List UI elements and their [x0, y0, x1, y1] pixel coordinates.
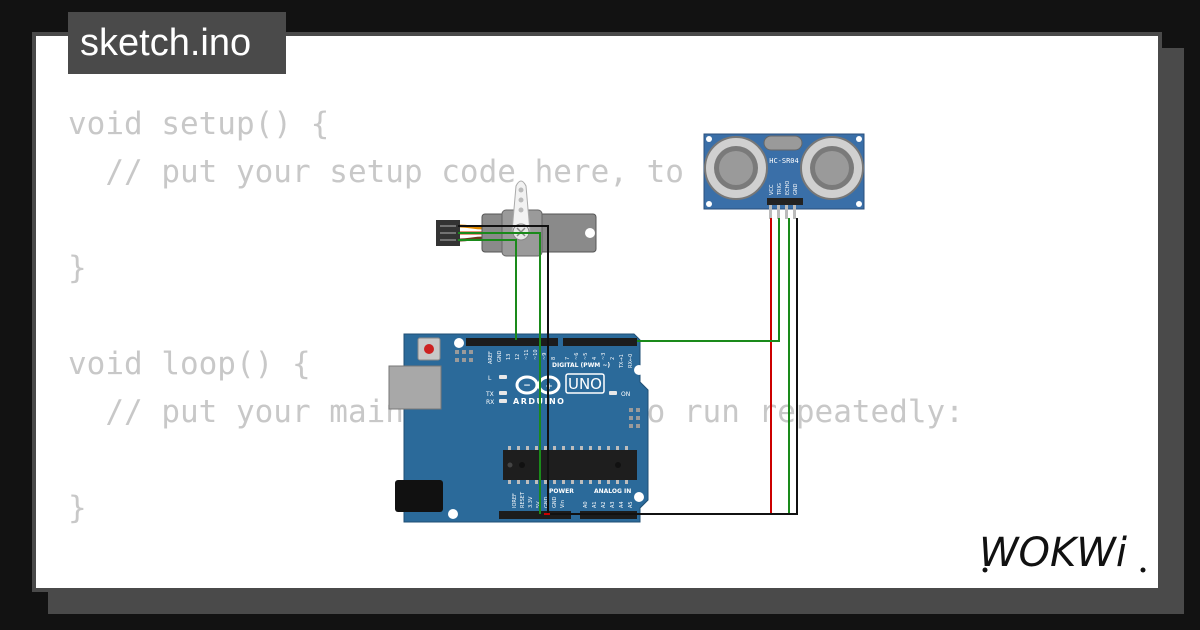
led-on-label: ON [621, 391, 630, 398]
gnd-label: GND [497, 350, 503, 362]
led-rx [499, 399, 507, 403]
wire-sensor-trig [637, 218, 780, 342]
sensor-pin [777, 205, 780, 219]
wokwi-logo: WOKWi [979, 530, 1146, 576]
led-l-label: L [488, 375, 492, 382]
svg-text:−: − [523, 381, 531, 391]
led-tx [499, 391, 507, 395]
arduino-uno-board[interactable]: AREF GND 13 12 ~11 ~10 ~9 8 7 ~6 ~5 4 ~3… [388, 333, 649, 523]
transducer-right [800, 136, 864, 200]
mount-hole [706, 201, 712, 207]
usb-port [388, 365, 442, 410]
sensor-header [767, 198, 803, 205]
mount-hole [706, 136, 712, 142]
code-line: void setup() { [68, 106, 330, 142]
digital-header-right[interactable] [563, 338, 637, 346]
analog-pin-label: A1 [592, 501, 598, 508]
sensor-model-label: HC-SR04 [769, 157, 799, 165]
analog-pin-label: A2 [601, 501, 607, 508]
sensor-pin-label: GND [793, 183, 799, 195]
digital-pin-labels: 13 12 ~11 ~10 ~9 8 7 ~6 ~5 4 ~3 2 TX→1 R… [506, 349, 634, 369]
digital-pin-label: 7 [565, 357, 571, 360]
uno-badge [565, 373, 605, 394]
analog-pin-label: A3 [610, 501, 616, 508]
sensor-pin-label: VCC [769, 184, 775, 195]
aref-label: AREF [488, 351, 494, 364]
power-label: POWER [549, 488, 574, 495]
servo-mount-hole [585, 228, 595, 238]
digital-pin-label: ~3 [601, 353, 607, 360]
digital-pin-label: ~10 [533, 349, 539, 360]
power-pin-label: RESET [520, 491, 526, 508]
wokwi-logo-text: WOKWi [979, 530, 1127, 576]
servo-horn[interactable] [511, 180, 531, 233]
digital-pin-label: 13 [506, 354, 512, 360]
code-line: } [68, 490, 87, 526]
wire-servo-signal [458, 239, 517, 340]
wire-sensor-gnd [550, 218, 798, 515]
code-line: void loop() { [68, 346, 311, 382]
analog-pin-label: A0 [583, 501, 589, 508]
digital-pin-label: 8 [551, 357, 557, 360]
digital-header-left[interactable] [466, 338, 558, 346]
power-pin-label: Vin [560, 500, 566, 508]
led-tx-label: TX [485, 391, 494, 398]
digital-pin-label: ~6 [574, 353, 580, 360]
digital-pin-label: 4 [592, 357, 598, 360]
board-model: UNO [568, 375, 602, 393]
sensor-pin-label: ECHO [785, 181, 791, 195]
mount-hole [454, 338, 464, 348]
atmega-chip [503, 450, 637, 480]
mount-hole [856, 136, 862, 142]
mount-hole [634, 492, 644, 502]
icsp-header [455, 350, 473, 362]
digital-pin-label: ~11 [524, 349, 530, 360]
sensor-pin [785, 205, 788, 219]
board-brand: ARDUINO [513, 397, 565, 406]
digital-pin-label: ~5 [583, 353, 589, 360]
sensor-pin [793, 205, 796, 219]
icsp2-header [629, 408, 640, 428]
led-on [609, 391, 617, 395]
wire-servo-gnd [458, 225, 549, 514]
digital-pin-label: TX→1 [619, 354, 625, 369]
led-l [499, 375, 507, 379]
code-line: } [68, 250, 87, 286]
file-tab[interactable]: sketch.ino [68, 12, 286, 74]
file-tab-title: sketch.ino [80, 22, 252, 64]
power-pin-label: GND [552, 496, 558, 508]
power-header[interactable] [499, 511, 571, 519]
mount-hole [856, 201, 862, 207]
wires [458, 218, 798, 515]
analog-pin-labels: A0 A1 A2 A3 A4 A5 [583, 501, 634, 508]
power-pin-label: IOREF [512, 493, 518, 508]
analog-pin-label: A5 [628, 501, 634, 508]
analog-label: ANALOG IN [594, 488, 631, 495]
digital-label: DIGITAL (PWM ~) [552, 362, 610, 369]
led-rx-label: RX [486, 399, 494, 406]
mount-hole [634, 365, 644, 375]
digital-pin-label: 12 [515, 354, 521, 360]
sensor-pin [769, 205, 772, 219]
reset-button-cap [424, 344, 434, 354]
mount-hole [448, 509, 458, 519]
crystal-oscillator [763, 135, 803, 151]
wire-servo-vcc [458, 232, 541, 514]
digital-pin-label: ~9 [542, 353, 548, 360]
atmega-pins [508, 446, 628, 484]
transducer-left [704, 136, 768, 200]
digital-pin-label: RX←0 [628, 354, 634, 368]
power-pin-label: 3.3V [528, 496, 534, 508]
power-jack [395, 480, 443, 512]
analog-pin-label: A4 [619, 501, 625, 508]
sensor-pin-label: TRIG [777, 183, 783, 196]
digital-pin-label: 2 [610, 357, 616, 360]
ultrasonic-sensor[interactable]: HC-SR04 VCC TRIG ECHO GND [703, 133, 865, 219]
